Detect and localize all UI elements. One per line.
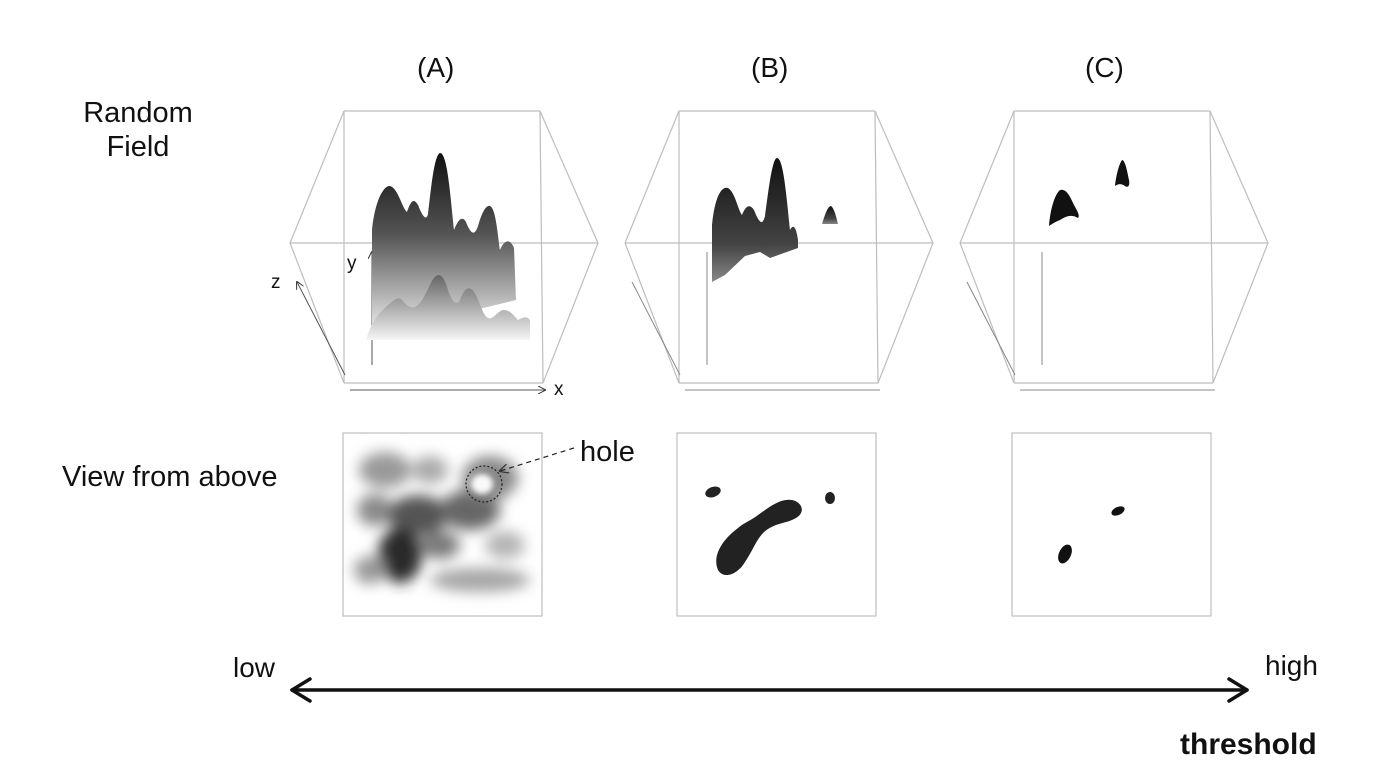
surface-box-c bbox=[959, 110, 1269, 384]
panel-label-a: (A) bbox=[417, 52, 455, 83]
hole-label: hole bbox=[580, 436, 635, 468]
axis-arrows-c bbox=[966, 252, 1215, 391]
blob bbox=[440, 490, 500, 530]
box-c-edge bbox=[1209, 110, 1214, 384]
surface-a-front-peaks bbox=[366, 274, 530, 340]
threshold-low-label: low bbox=[233, 652, 276, 683]
view-from-above-label: View from above bbox=[62, 461, 278, 493]
blob bbox=[357, 494, 393, 526]
box-b-edge bbox=[624, 110, 680, 244]
panel-label-b: (B) bbox=[751, 52, 789, 83]
box-b-edge bbox=[624, 242, 680, 384]
box-c-edge bbox=[959, 110, 1015, 244]
z-axis-arrow bbox=[966, 281, 1016, 376]
box-a-edge bbox=[289, 110, 345, 244]
axis-label-z: z bbox=[271, 272, 281, 293]
blob bbox=[485, 531, 525, 559]
blob bbox=[705, 486, 721, 498]
surface-b-peaks bbox=[712, 158, 798, 282]
top-view-b-field bbox=[705, 486, 835, 576]
box-b-edge bbox=[874, 110, 934, 244]
blob bbox=[716, 499, 802, 576]
threshold-double-arrow bbox=[290, 677, 1249, 703]
axis-label-x: x bbox=[554, 379, 564, 400]
blob bbox=[378, 527, 422, 583]
axis-arrows-b bbox=[631, 252, 880, 391]
top-view-c-field bbox=[1058, 506, 1125, 564]
blob bbox=[420, 531, 460, 559]
blob bbox=[1111, 506, 1125, 516]
box-a-edge bbox=[539, 110, 544, 384]
random-field-label: Random Field bbox=[68, 96, 208, 164]
blob bbox=[388, 495, 448, 535]
box-b-edge bbox=[874, 110, 879, 384]
z-axis-arrow bbox=[631, 281, 681, 376]
surface-a-back-peaks bbox=[372, 153, 516, 335]
random-field-label-line2: Field bbox=[106, 131, 170, 163]
box-c-edge bbox=[1212, 242, 1269, 384]
blob bbox=[430, 568, 530, 592]
surface-b bbox=[712, 158, 838, 282]
box-c-edge bbox=[1209, 110, 1269, 244]
hole-pointer-arrow bbox=[500, 447, 575, 471]
threshold-arrow-head-right bbox=[1227, 677, 1249, 703]
top-view-a-field bbox=[354, 452, 530, 592]
hole-marker-circle bbox=[465, 465, 503, 503]
top-view-c-frame bbox=[1011, 432, 1212, 617]
z-axis-arrow bbox=[297, 282, 346, 376]
surface-c-peak-right bbox=[1115, 160, 1130, 187]
panel-label-c: (C) bbox=[1085, 52, 1124, 83]
surface-b-small-peak bbox=[822, 206, 838, 224]
threshold-title: threshold bbox=[1180, 728, 1317, 761]
surface-box-b bbox=[624, 110, 934, 384]
surface-box-a bbox=[289, 110, 599, 384]
surface-c bbox=[1049, 160, 1130, 226]
box-a-edge bbox=[289, 242, 345, 384]
blob bbox=[359, 452, 411, 488]
box-b-edge bbox=[877, 242, 934, 384]
surface-c-peak-left bbox=[1049, 189, 1079, 226]
box-a-edge bbox=[539, 110, 599, 244]
box-c-edge bbox=[959, 242, 1015, 384]
threshold-arrow-head-left bbox=[290, 677, 312, 703]
threshold-high-label: high bbox=[1265, 650, 1318, 681]
blob bbox=[825, 492, 835, 504]
hole-center bbox=[471, 474, 493, 494]
box-a-edge bbox=[542, 242, 599, 384]
surface-a bbox=[366, 153, 530, 340]
random-field-label-line1: Random bbox=[83, 97, 193, 129]
axis-label-y: y bbox=[347, 253, 357, 274]
blob bbox=[1058, 544, 1072, 564]
blob bbox=[412, 456, 448, 484]
blob bbox=[354, 556, 386, 584]
